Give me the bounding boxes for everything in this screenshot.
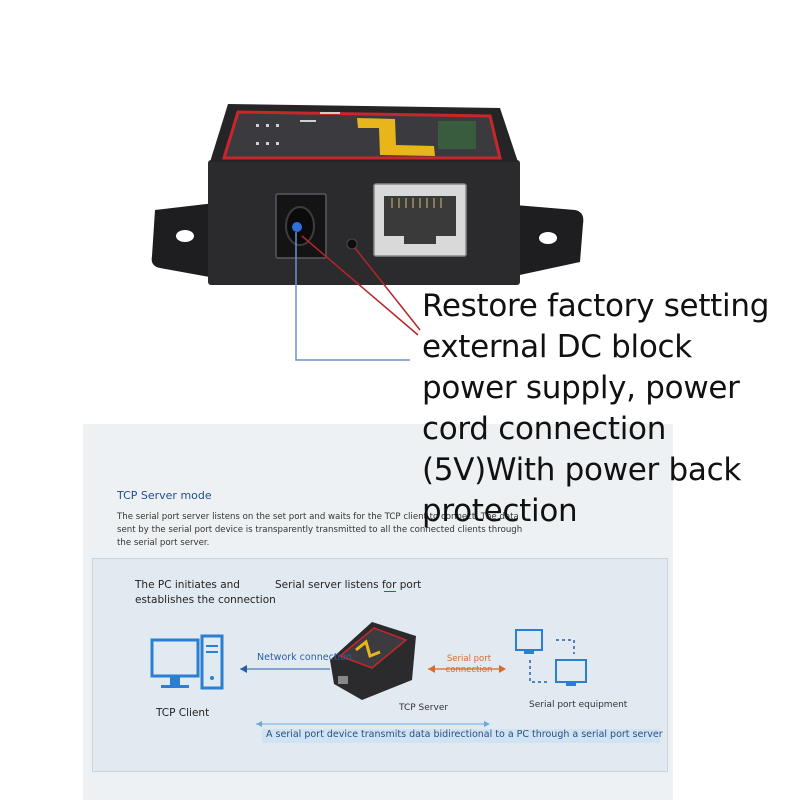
leader-line-reset [354, 247, 421, 331]
bottom-note: A serial port device transmits data bidi… [266, 729, 663, 740]
tcp-server-device-icon [330, 622, 416, 700]
tcp-server-label: TCP Server [399, 703, 449, 713]
caption-line-4: cord connection [422, 411, 667, 447]
bottom-note-bar [262, 729, 660, 743]
serial-equipment-label: Serial port equipment [529, 700, 628, 710]
server-listens-arrow [384, 591, 396, 592]
serial-port-connection-line2: connection [445, 665, 493, 675]
network-connection-label: Network connection [257, 652, 353, 663]
pc-initiates-line1: The PC initiates and [135, 579, 240, 591]
caption-line-6: protection [422, 493, 578, 529]
caption-line-5: (5V)With power back [422, 452, 741, 488]
pc-initiates-line2: establishes the connection [135, 594, 276, 606]
diagram-title: TCP Server mode [117, 489, 212, 502]
caption-line-1: Restore factory setting [422, 288, 770, 324]
leader-line-dc [295, 232, 410, 361]
diagram-description: The serial port server listens on the se… [117, 512, 523, 548]
tcp-client-label: TCP Client [156, 707, 210, 719]
mounting-bracket-icon [151, 203, 584, 278]
caption-line-2: external DC block [422, 329, 692, 365]
pc-monitor-icon [150, 638, 200, 688]
serial-port-connection-label: Serial port connection [434, 654, 504, 676]
serial-port-connection-line1: Serial port [446, 654, 492, 664]
server-listens-label: Serial server listens for port [275, 579, 422, 591]
rj45-port-icon [373, 183, 467, 257]
pc-tower-icon [200, 634, 224, 690]
reset-button-icon [346, 238, 358, 250]
dc-jack-icon [275, 193, 327, 259]
caption-line-3: power supply, power [422, 370, 740, 406]
feature-caption: Restore factory setting external DC bloc… [422, 286, 792, 532]
leader-line-reset-2 [301, 235, 419, 336]
serial-equipment-icon [515, 629, 587, 686]
